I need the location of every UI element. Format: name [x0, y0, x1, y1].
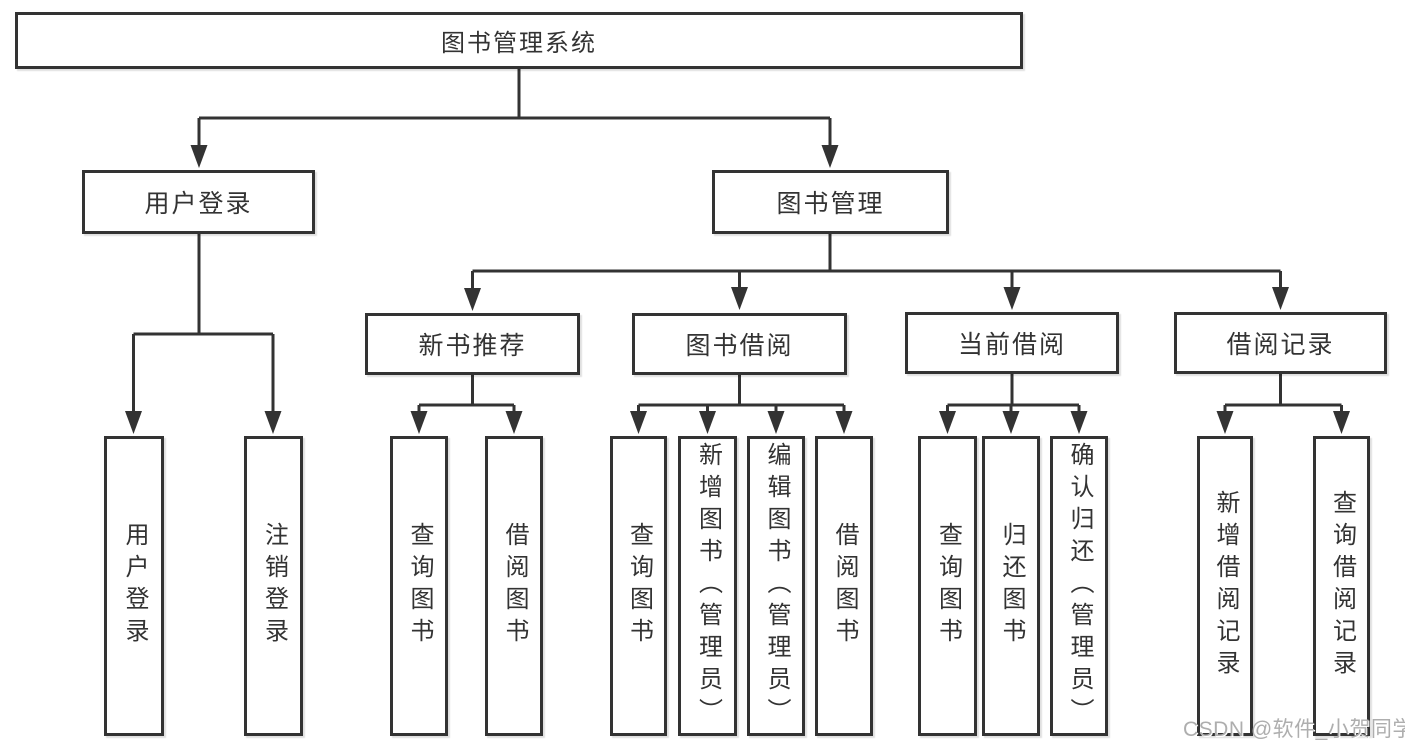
node-current-borrow: 当前借阅 — [905, 312, 1119, 374]
leaf-confirm-return-admin: 确认归还（管理员） — [1050, 436, 1108, 736]
node-book-borrow: 图书借阅 — [632, 313, 847, 375]
leaf-return-book: 归还图书 — [982, 436, 1040, 736]
leaf-query-books-current: 查询图书 — [918, 436, 977, 736]
leaf-query-books-recommend: 查询图书 — [390, 436, 448, 736]
leaf-query-books-borrow: 查询图书 — [610, 436, 667, 736]
leaf-return-book-label: 归还图书 — [998, 522, 1025, 650]
node-borrow-records-label: 借阅记录 — [1226, 331, 1335, 359]
node-book-management: 图书管理 — [712, 170, 949, 234]
leaf-query-borrow-record: 查询借阅记录 — [1313, 436, 1370, 736]
leaf-edit-book-admin-label: 编辑图书（管理员） — [763, 442, 790, 730]
node-user-login: 用户登录 — [82, 170, 315, 234]
leaf-add-borrow-record: 新增借阅记录 — [1197, 436, 1253, 736]
leaf-query-borrow-record-label: 查询借阅记录 — [1328, 490, 1356, 682]
csdn-watermark: CSDN @软件_小贺同学 — [1183, 718, 1405, 741]
leaf-confirm-return-admin-label: 确认归还（管理员） — [1066, 442, 1093, 730]
leaf-query-books-current-label: 查询图书 — [934, 522, 962, 650]
node-new-book-recommend-label: 新书推荐 — [418, 332, 527, 360]
node-book-management-label: 图书管理 — [776, 190, 885, 218]
leaf-add-book-admin-label: 新增图书（管理员） — [694, 442, 722, 730]
leaf-user-login: 用户登录 — [104, 436, 164, 736]
leaf-query-books-recommend-label: 查询图书 — [406, 522, 433, 650]
leaf-add-book-admin: 新增图书（管理员） — [678, 436, 737, 736]
node-book-management-system-label: 图书管理系统 — [441, 30, 597, 57]
node-book-management-system: 图书管理系统 — [15, 12, 1023, 69]
leaf-add-borrow-record-label: 新增借阅记录 — [1212, 490, 1239, 682]
leaf-borrow-books: 借阅图书 — [815, 436, 873, 736]
node-user-login-label: 用户登录 — [144, 190, 253, 218]
leaf-borrow-books-recommend-label: 借阅图书 — [501, 522, 528, 650]
leaf-logout: 注销登录 — [244, 436, 303, 736]
leaf-logout-label: 注销登录 — [260, 522, 288, 650]
node-book-borrow-label: 图书借阅 — [685, 332, 794, 360]
leaf-query-books-borrow-label: 查询图书 — [625, 522, 653, 650]
leaf-borrow-books-recommend: 借阅图书 — [485, 436, 543, 736]
node-new-book-recommend: 新书推荐 — [365, 313, 580, 375]
leaf-edit-book-admin: 编辑图书（管理员） — [747, 436, 805, 736]
leaf-borrow-books-label: 借阅图书 — [831, 522, 858, 650]
leaf-user-login-label: 用户登录 — [121, 522, 148, 650]
node-borrow-records: 借阅记录 — [1174, 312, 1387, 374]
node-current-borrow-label: 当前借阅 — [957, 331, 1066, 359]
